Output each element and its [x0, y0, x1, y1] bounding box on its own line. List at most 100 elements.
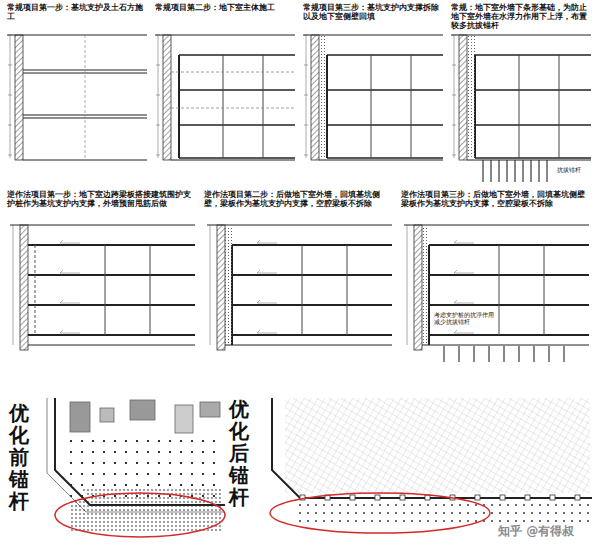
- anchor-dot: [203, 505, 205, 507]
- floor-slab: [232, 244, 392, 246]
- anchor-dot: [179, 493, 181, 495]
- anchor-dot: [387, 520, 389, 522]
- anchor-dot: [151, 513, 153, 515]
- anchor-dot: [183, 497, 185, 499]
- anchor-dot: [103, 489, 105, 491]
- anchor-dot: [139, 517, 141, 519]
- anchor-dot: [111, 489, 113, 491]
- anchor-dot: [147, 501, 149, 503]
- pile-dot: [213, 451, 215, 453]
- uplift-anchor: [523, 160, 524, 182]
- anchor-dot: [91, 509, 93, 511]
- anchor-dot: [155, 521, 157, 523]
- anchor-dot: [195, 513, 197, 515]
- anchor-dot: [187, 489, 189, 491]
- anchor-dot: [211, 509, 213, 511]
- anchor-dot: [143, 513, 145, 515]
- anchor-dot: [95, 529, 97, 531]
- floor-slab: [327, 54, 443, 56]
- anchor-dot: [515, 512, 517, 514]
- anchor-dot: [579, 512, 581, 514]
- anchor-dot: [187, 505, 189, 507]
- anchor-dot: [75, 521, 77, 523]
- anchor-dot: [119, 489, 121, 491]
- anchor-dot: [139, 501, 141, 503]
- anchor-dot: [555, 504, 557, 506]
- pile-dot: [158, 451, 160, 453]
- elevation-mark: [454, 240, 457, 243]
- anchor-dot: [207, 497, 209, 499]
- anchor-dot: [167, 525, 169, 527]
- step-title: 逆作法项目第三步：后做地下室外墙，回填基坑侧壁梁板作为基坑支护内支撑，空腔梁板不…: [401, 190, 589, 208]
- anchor-dot: [147, 505, 149, 507]
- anchor-dot: [403, 520, 405, 522]
- anchor-dot: [207, 525, 209, 527]
- pit-boundary: [47, 398, 225, 512]
- anchor-dot: [171, 513, 173, 515]
- anchor-dot: [171, 525, 173, 527]
- anchor-dot: [183, 521, 185, 523]
- anchor-dot: [171, 501, 173, 503]
- anchor-dot: [191, 513, 193, 515]
- note-label: 抗拔锚杆: [557, 166, 595, 173]
- anchor-dot: [111, 509, 113, 511]
- anchor-dot: [71, 525, 73, 527]
- pile-dot: [125, 462, 127, 464]
- anchor-dot: [523, 520, 525, 522]
- excavation-bottom: [171, 160, 295, 161]
- anchor-dot: [123, 521, 125, 523]
- anchor-dot: [339, 504, 341, 506]
- anchor-dot: [99, 509, 101, 511]
- elevation-mark: [257, 303, 277, 304]
- anchor-dot: [459, 512, 461, 514]
- anchor-dot: [175, 501, 177, 503]
- anchor-dot: [171, 517, 173, 519]
- excavation-bottom: [467, 160, 591, 161]
- dimension-tick: [156, 35, 160, 36]
- dimension-tick: [8, 65, 12, 66]
- pile-dot: [158, 462, 160, 464]
- anchor-dot: [507, 520, 509, 522]
- pile-dot: [158, 440, 160, 442]
- anchor-dot: [199, 489, 201, 491]
- anchor-dot: [107, 517, 109, 519]
- anchor-dot: [131, 489, 133, 491]
- pile-dot: [70, 473, 72, 475]
- anchor-dot: [115, 529, 117, 531]
- anchor-dot: [571, 504, 573, 506]
- anchor-dot: [75, 517, 77, 519]
- anchor-dot: [103, 509, 105, 511]
- anchor-dot: [571, 520, 573, 522]
- anchor-dot: [83, 517, 85, 519]
- anchor-dot: [119, 517, 121, 519]
- anchor-dot: [163, 509, 165, 511]
- anchor-dot: [203, 521, 205, 523]
- column: [105, 245, 106, 335]
- anchor-dot: [131, 517, 133, 519]
- anchor-dot: [115, 521, 117, 523]
- anchor-dot: [159, 501, 161, 503]
- anchor-dot: [215, 501, 217, 503]
- anchor-dot: [371, 504, 373, 506]
- anchor-dot: [163, 513, 165, 515]
- inner-strut: [171, 108, 295, 109]
- anchor-dot: [315, 512, 317, 514]
- anchor-dot: [219, 501, 221, 503]
- anchor-dot: [363, 504, 365, 506]
- highlight-ellipse: [55, 493, 225, 537]
- dimension-line: [210, 225, 211, 345]
- anchor-dot: [107, 497, 109, 499]
- pit-boundary: [272, 398, 592, 498]
- anchor-dot: [135, 517, 137, 519]
- anchor-dot: [139, 505, 141, 507]
- anchor-dot: [135, 489, 137, 491]
- anchor-dot: [167, 517, 169, 519]
- column: [499, 245, 500, 335]
- dimension-tick: [156, 155, 160, 156]
- support-pile: [20, 225, 28, 350]
- floor-slab: [179, 54, 295, 56]
- anchor-dot: [139, 509, 141, 511]
- anchor-dot: [99, 525, 101, 527]
- basement-wall: [178, 55, 180, 158]
- anchor-dot: [179, 509, 181, 511]
